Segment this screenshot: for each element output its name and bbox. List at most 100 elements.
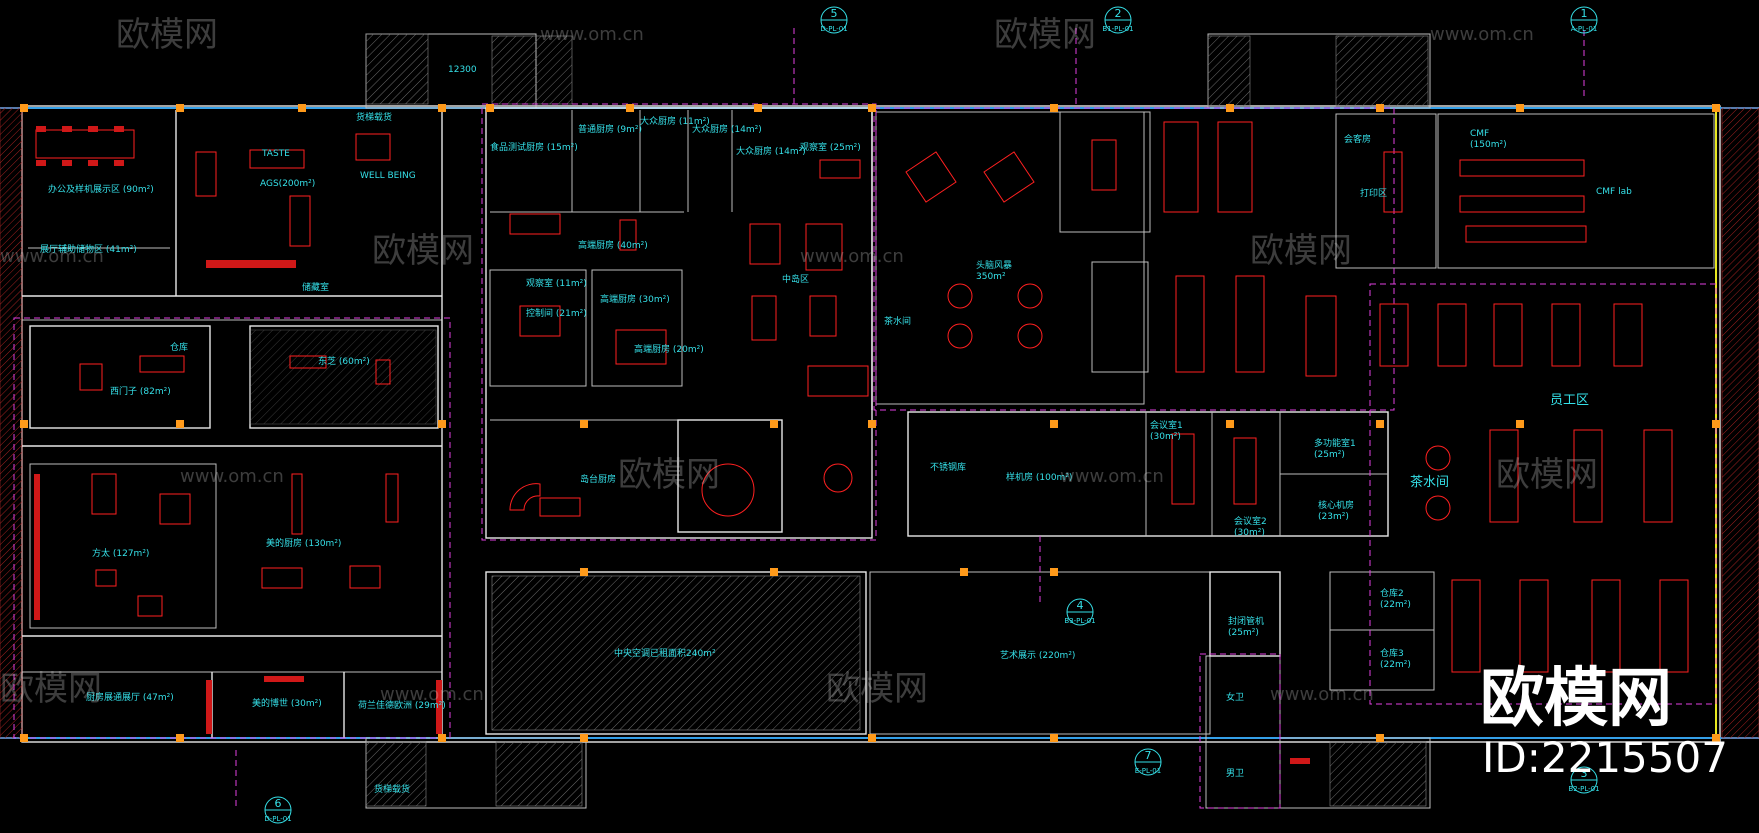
grid-marker-sheet: D-PL-01 (264, 815, 291, 823)
watermark-brand: 欧模网 (1496, 455, 1598, 495)
room-label-well-being: WELL BEING (360, 171, 416, 181)
grid-marker-number: 3 (1581, 767, 1588, 780)
grid-marker-sheet: B3-PL-01 (1064, 617, 1095, 625)
stair-dimension: 12300 (448, 65, 477, 75)
watermark-url: www.om.cn (180, 466, 284, 487)
room-label-meeting-small: 会客房 (1344, 133, 1371, 145)
room-label-general-kitchen: 普通厨房 (9m²) (578, 123, 642, 135)
room-label-hi-end-kitchen: 高端厨房 (40m²) (578, 239, 648, 251)
stair-cores (365, 33, 1431, 809)
room-label-mass-kitchen-2: 大众厨房 (14m²) (692, 123, 762, 135)
brand-overlay-name: 欧模网 (1480, 662, 1672, 736)
grid-marker-sheet: A-PL-01 (1571, 25, 1598, 33)
room-label-meeting-2: 会议室2(30m²) (1234, 515, 1267, 538)
room-label-holland: 荷兰佳德欧洲 (29m²) (358, 699, 446, 711)
room-label-central-ac: 中央空调已租面积240m² (614, 647, 716, 659)
room-label-storage-3: 仓库3(22m²) (1380, 647, 1411, 670)
room-label-sealed: 封闭管机(25m²) (1228, 615, 1264, 638)
room-label-staff: 员工区 (1550, 393, 1589, 408)
room-label-cmf: CMF(150m²) (1470, 129, 1507, 150)
room-label-display-storage: 展厅辅助储物区 (41m²) (40, 243, 137, 255)
room-label-stainless: 不锈钢库 (930, 461, 966, 473)
room-label-warehouse: 仓库 (170, 341, 188, 353)
room-label-office-display: 办公及样机展示区 (90m²) (48, 183, 154, 195)
room-label-ags: AGS(200m²) (260, 179, 315, 189)
grid-marker-sheet: D-PL-01 (820, 25, 847, 33)
grid-marker-2: 2 B1-PL-01 (1102, 6, 1134, 34)
room-labels: 办公及样机展示区 (90m²) 展厅辅助储物区 (41m²) AGS(200m²… (40, 65, 1632, 795)
watermark-url: www.om.cn (1060, 466, 1164, 487)
grid-marker-sheet: E-PL-01 (1135, 767, 1161, 775)
grid-marker-1: 1 A-PL-01 (1570, 6, 1598, 34)
room-label-copy: 打印区 (1360, 187, 1387, 199)
grid-marker-sheet: B2-PL-01 (1568, 785, 1599, 793)
brand-overlay: 欧模网 ID:2215507 (1480, 662, 1728, 782)
watermark-brand: 欧模网 (994, 15, 1096, 55)
watermark-url: www.om.cn (800, 246, 904, 267)
brand-overlay-id: ID:2215507 (1482, 733, 1728, 782)
room-label-mass-kitchen-1: 大众厨房 (11m²) (640, 115, 710, 127)
room-label-art-display: 艺术展示 (220m²) (1000, 649, 1075, 661)
room-label-bosch: 美的博世 (30m²) (252, 697, 322, 709)
room-label-dongzhi: 东芝 (60m²) (318, 355, 370, 367)
grid-marker-number: 1 (1581, 7, 1588, 20)
grid-marker-7: 7 E-PL-01 (1134, 748, 1162, 776)
room-label-meidi: 美的厨房 (130m²) (266, 537, 341, 549)
watermark-url: www.om.cn (380, 684, 484, 705)
watermark-brand: 欧模网 (0, 669, 102, 709)
room-label-wc-f: 女卫 (1226, 691, 1244, 703)
watermark-url: www.om.cn (540, 24, 644, 45)
room-label-core-lab: 核心机房(23m²) (1318, 499, 1354, 522)
watermarks: 欧模网 www.om.cn 欧模网 www.om.cn 欧模网 www.om.c… (0, 15, 1598, 709)
room-label-central-island: 中岛区 (782, 273, 809, 285)
watermark-brand: 欧模网 (116, 15, 218, 55)
grid-marker-number: 5 (831, 7, 838, 20)
room-label-taste: TASTE (261, 149, 290, 159)
grid-marker-number: 4 (1077, 599, 1084, 612)
left-wall-hatch (0, 107, 23, 739)
room-label-elevator-bottom: 货梯载货 (374, 783, 410, 795)
furniture (34, 121, 1689, 764)
room-label-hi-end-kitchen-3: 高端厨房 (20m²) (634, 343, 704, 355)
interior-walls (22, 107, 1717, 738)
room-label-observe: 观察室 (11m²) (526, 277, 587, 289)
room-label-hi-end-kitchen-2: 高端厨房 (30m²) (600, 293, 670, 305)
room-label-multi-1: 多功能室1(25m²) (1314, 437, 1356, 460)
grid-marker-4: 4 B3-PL-01 (1064, 598, 1096, 626)
room-label-mass-kitchen-3: 大众厨房 (14m²) (736, 145, 806, 157)
watermark-url: www.om.cn (1270, 684, 1374, 705)
grid-marker-number: 2 (1115, 7, 1122, 20)
room-label-tea-1: 茶水间 (884, 315, 911, 327)
grid-marker-5: 5 D-PL-01 (820, 6, 848, 34)
room-label-hall: 厨房展通展厅 (47m²) (86, 691, 174, 703)
room-label-island-kitchen: 岛台厨房 (580, 473, 616, 485)
watermark-brand: 欧模网 (1250, 231, 1352, 271)
grid-marker-sheet: B1-PL-01 (1102, 25, 1133, 33)
room-label-ximenzi: 西门子 (82m²) (110, 385, 171, 397)
room-label-tea-2: 茶水间 (1410, 474, 1449, 490)
watermark-url: www.om.cn (0, 246, 104, 267)
zone-boundaries (13, 28, 1717, 809)
watermark-brand: 欧模网 (372, 231, 474, 271)
grid-marker-number: 7 (1145, 749, 1152, 762)
room-label-cmf-lab: CMF lab (1596, 187, 1632, 197)
room-label-control: 控制间 (21m²) (526, 307, 587, 319)
room-label-sample-room: 样机房 (100m²) (1006, 471, 1072, 483)
room-label-meeting-1: 会议室1(30m²) (1150, 419, 1183, 442)
room-label-storage-2: 仓库2(22m²) (1380, 587, 1411, 610)
structural-columns (20, 104, 1720, 742)
grid-marker-6: 6 D-PL-01 (264, 796, 292, 824)
grid-marker-number: 6 (275, 797, 282, 810)
room-label-wc-m: 男卫 (1226, 768, 1244, 779)
room-label-corridor: 储藏室 (302, 281, 329, 293)
room-label-fangtai: 方太 (127m²) (92, 547, 149, 559)
room-label-food-test: 食品测试厨房 (15m²) (490, 141, 578, 153)
right-wall-hatch (1721, 107, 1759, 739)
grid-marker-3: 3 B2-PL-01 (1568, 766, 1600, 794)
watermark-brand: 欧模网 (826, 669, 928, 709)
room-label-elevator-top: 货梯载货 (356, 111, 392, 123)
room-label-tasting: 观察室 (25m²) (800, 141, 861, 153)
watermark-brand: 欧模网 (618, 455, 720, 495)
